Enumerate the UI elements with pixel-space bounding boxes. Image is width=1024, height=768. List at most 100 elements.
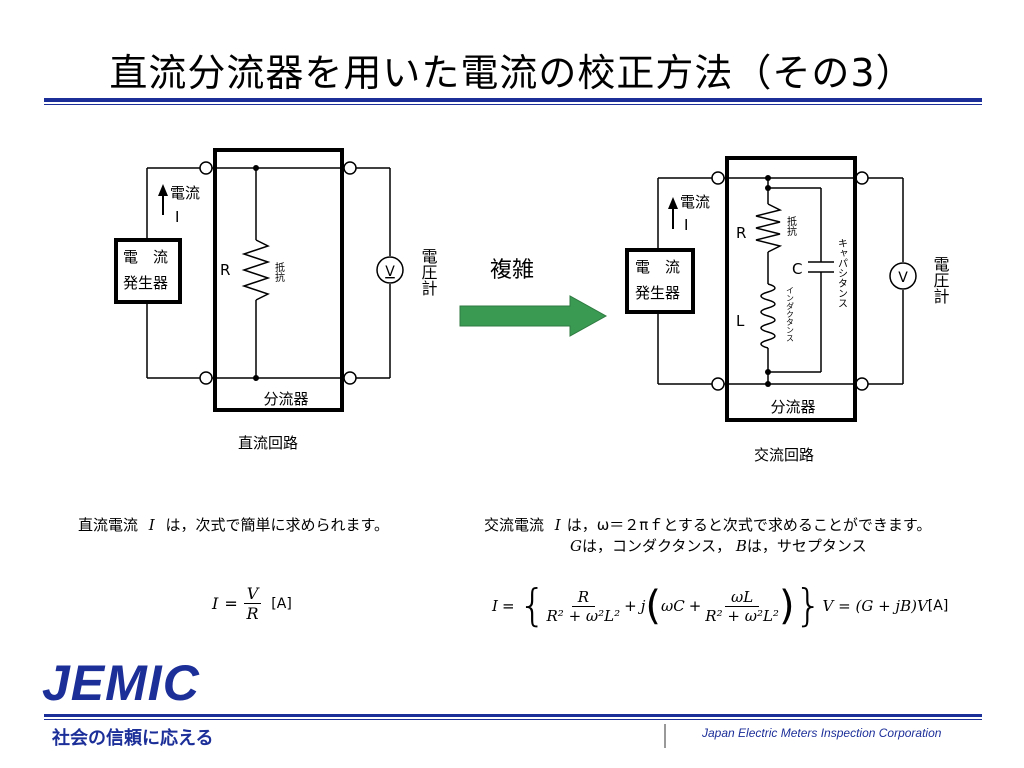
ac-formula-tail: V = (G + jB)V (822, 597, 928, 615)
footer-divider-thin (44, 719, 982, 720)
transition-arrow (459, 295, 608, 337)
ac-description-line2: Gは，コンダクタンス， Bは，サセプタンス (484, 535, 1004, 556)
ac-terminal-br (855, 377, 869, 391)
dc-formula-fraction: V R (243, 584, 262, 623)
ac-terminal-bl (711, 377, 725, 391)
dc-circuit (146, 167, 391, 379)
dc-resistor-symbol: R (220, 261, 230, 279)
title-divider-thin (44, 104, 982, 105)
ac-current-arrowhead (668, 197, 678, 209)
footer-slogan: 社会の信頼に応える (52, 728, 214, 749)
ac-shunt-label: 分流器 (770, 398, 815, 416)
ac-description: 交流電流 I は，ω＝２πｆとすると次式で求めることができます。 Gは，コンダクタ… (484, 514, 1004, 556)
footer-separator (664, 724, 666, 748)
ac-circuit (657, 177, 904, 385)
dc-voltmeter (376, 256, 404, 284)
ac-voltmeter-symbol: V (898, 270, 908, 286)
dc-terminal-bl (199, 371, 213, 385)
dc-terminal-br (343, 371, 357, 385)
ac-formula-plus2: + (688, 597, 702, 615)
dc-shunt-label: 分流器 (263, 390, 308, 408)
ac-capacitor-symbol: C (792, 260, 802, 278)
page-title: 直流分流器を用いた電流の校正方法（その3） (109, 51, 915, 95)
arrow-label: 複雑 (490, 258, 534, 283)
ac-inductor-symbol: L (736, 312, 745, 330)
dc-formula-den: R (246, 604, 259, 623)
ac-terminal-tl (711, 171, 725, 185)
ac-node-top (765, 175, 771, 181)
dc-caption: 直流回路 (238, 434, 298, 452)
dc-node-bottom (253, 375, 259, 381)
ac-node-bottom2 (765, 369, 771, 375)
dc-terminal-tr (343, 161, 357, 175)
ac-formula-fraction-r: R R² + ω²L² (547, 588, 621, 625)
ac-source-line1: 電 流 (635, 258, 680, 276)
ac-formula: I = { R R² + ω²L² + j ( ωC + ωL R² + ω²L… (492, 584, 948, 628)
ac-capacitance-label: キャパシタンス (836, 238, 848, 308)
ac-caption: 交流回路 (754, 446, 814, 464)
ac-terminal-tr (855, 171, 869, 185)
ac-shunt-box (725, 156, 857, 422)
ac-current-label: 電流 (680, 193, 710, 211)
dc-resistor-label: 抵抗 (273, 261, 285, 283)
dc-description-post: は，次式で簡単に求められます。 (165, 516, 390, 534)
dc-formula: I = V R [A] (212, 584, 292, 623)
ac-formula-fraction-wl: ωL R² + ω²L² (705, 588, 779, 625)
dc-current-symbol: I (175, 208, 179, 226)
ac-formula-j: j (640, 597, 646, 615)
ac-current-symbol: I (684, 216, 688, 234)
ac-node-top2 (765, 185, 771, 191)
dc-description: 直流電流 I は，次式で簡単に求められます。 (78, 514, 389, 535)
ac-formula-wc: ωC (661, 597, 685, 615)
ac-line2-g: G (570, 537, 582, 555)
ac-line2-mid: は，コンダクタンス， (581, 537, 732, 555)
title-divider (44, 98, 982, 102)
dc-description-var: I (148, 516, 155, 534)
dc-current-label: 電流 (170, 184, 200, 202)
ac-formula-brace-close: } (794, 580, 823, 631)
ac-formula-plus: + (624, 597, 637, 615)
ac-formula-eq: = (501, 597, 515, 615)
ac-formula-r-num: R (571, 588, 595, 607)
ac-formula-paren-open: ( (645, 583, 661, 629)
ac-line1-pre: 交流電流 (484, 516, 545, 534)
ac-inductance-label: インダクタンス (786, 286, 795, 342)
dc-current-arrowhead (158, 184, 168, 196)
ac-formula-wl-den: R² + ω²L² (705, 606, 779, 625)
ac-formula-lhs: I (492, 597, 498, 615)
dc-formula-unit: [A] (271, 595, 292, 612)
ac-formula-paren-close: ) (778, 583, 795, 629)
dc-voltmeter-label: 電圧計 (419, 248, 438, 296)
dc-voltmeter-symbol: V (385, 264, 395, 280)
dc-source-line1: 電 流 (123, 248, 168, 266)
dc-source-line2: 発生器 (123, 274, 168, 292)
jemic-logo: JEMIC (42, 655, 200, 711)
dc-formula-num: V (243, 584, 262, 604)
dc-shunt-box (213, 148, 344, 412)
ac-line2-post: は，サセプタンス (746, 537, 867, 555)
ac-resistor-label: 抵抗 (785, 215, 797, 237)
ac-formula-unit: [A] (927, 598, 949, 614)
ac-line2-b: B (735, 537, 747, 555)
ac-voltmeter-label: 電圧計 (931, 256, 950, 304)
ac-resistor-symbol: R (736, 224, 746, 242)
dc-terminal-tl (199, 161, 213, 175)
dc-node-top (253, 165, 259, 171)
ac-formula-brace-open: { (518, 580, 547, 631)
ac-line1-post: は，ω＝２πｆとすると次式で求めることができます。 (566, 516, 932, 534)
dc-current-source (114, 238, 182, 304)
ac-current-source (625, 248, 695, 314)
dc-formula-lhs: I (212, 594, 219, 613)
ac-formula-wl-num: ωL (725, 588, 760, 607)
ac-formula-r-den: R² + ω²L² (546, 606, 621, 625)
ac-description-line1: 交流電流 I は，ω＝２πｆとすると次式で求めることができます。 (484, 514, 1004, 535)
ac-node-bottom (765, 381, 771, 387)
dc-formula-eq: = (224, 594, 238, 613)
ac-voltmeter (889, 262, 917, 290)
footer-divider (44, 714, 982, 717)
dc-description-pre: 直流電流 (78, 516, 139, 534)
footer-company: Japan Electric Meters Inspection Corpora… (702, 726, 942, 740)
ac-line1-var: I (554, 516, 561, 534)
ac-source-line2: 発生器 (635, 284, 680, 302)
